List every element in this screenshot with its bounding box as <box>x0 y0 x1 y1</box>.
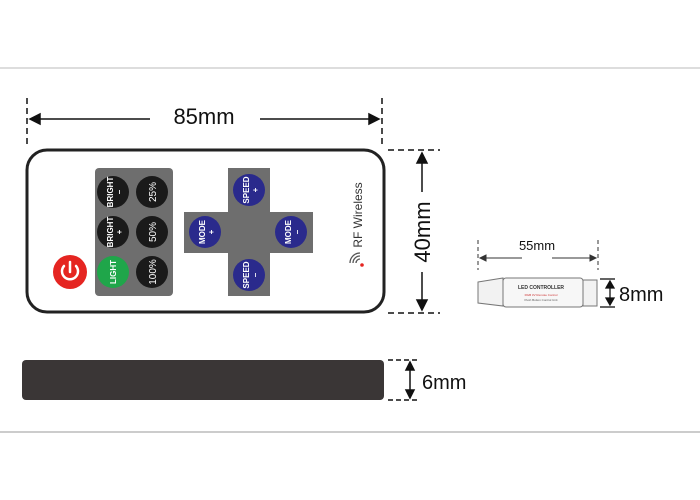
svg-text:RGB 3V Remote Control: RGB 3V Remote Control <box>525 293 558 297</box>
svg-text:100%: 100% <box>148 259 159 285</box>
svg-text:+: + <box>251 187 260 192</box>
svg-text:50%: 50% <box>148 222 159 242</box>
led-controller-device: LED CONTROLLER RGB 3V Remote Control Pus… <box>477 277 598 308</box>
brightness-25-button[interactable]: 25% <box>136 176 168 208</box>
length-label: 85mm <box>173 104 234 129</box>
width-dimension <box>388 149 440 314</box>
svg-text:LIGHT: LIGHT <box>109 260 118 284</box>
bright-plus-button[interactable]: BRIGHT + <box>97 216 129 248</box>
mode-plus-button[interactable]: MODE + <box>189 216 221 248</box>
svg-text:–: – <box>115 189 124 194</box>
width-label: 40mm <box>410 201 435 262</box>
rf-wireless-label: RF Wireless <box>351 182 365 247</box>
speed-plus-button[interactable]: SPEED + <box>233 174 265 206</box>
svg-text:MODE: MODE <box>284 219 293 244</box>
bright-minus-button[interactable]: BRIGHT – <box>97 176 129 208</box>
thickness-dimension <box>388 359 418 401</box>
svg-text:+: + <box>115 229 124 234</box>
svg-text:LED CONTROLLER: LED CONTROLLER <box>518 285 564 291</box>
svg-text:–: – <box>293 229 302 234</box>
svg-text:–: – <box>251 272 260 277</box>
controller-55mm-dimension <box>477 240 599 270</box>
svg-text:25%: 25% <box>148 182 159 202</box>
length-dimension <box>26 98 383 148</box>
brightness-50-button[interactable]: 50% <box>136 216 168 248</box>
power-button[interactable] <box>53 255 87 289</box>
controller-length-label: 55mm <box>519 238 555 253</box>
controller-height-dimension <box>600 278 616 308</box>
svg-text:BRIGHT: BRIGHT <box>106 177 115 208</box>
controller-height-label: 8mm <box>619 284 663 306</box>
svg-text:BRIGHT: BRIGHT <box>106 217 115 248</box>
direction-pad-panel <box>184 168 313 296</box>
wireless-signal-icon <box>349 252 364 267</box>
mode-minus-button[interactable]: MODE – <box>275 216 307 248</box>
svg-text:SPEED: SPEED <box>242 261 251 288</box>
svg-text:+: + <box>207 229 216 234</box>
brightness-100-button[interactable]: 100% <box>136 256 168 288</box>
thickness-label: 6mm <box>422 372 466 394</box>
light-button[interactable]: LIGHT <box>97 256 129 288</box>
svg-text:MODE: MODE <box>198 219 207 244</box>
svg-text:SPEED: SPEED <box>242 176 251 203</box>
power-icon <box>60 260 80 281</box>
svg-text:Push Button Control Unit: Push Button Control Unit <box>524 298 557 302</box>
speed-minus-button[interactable]: SPEED – <box>233 259 265 291</box>
remote-side-profile <box>22 360 384 400</box>
